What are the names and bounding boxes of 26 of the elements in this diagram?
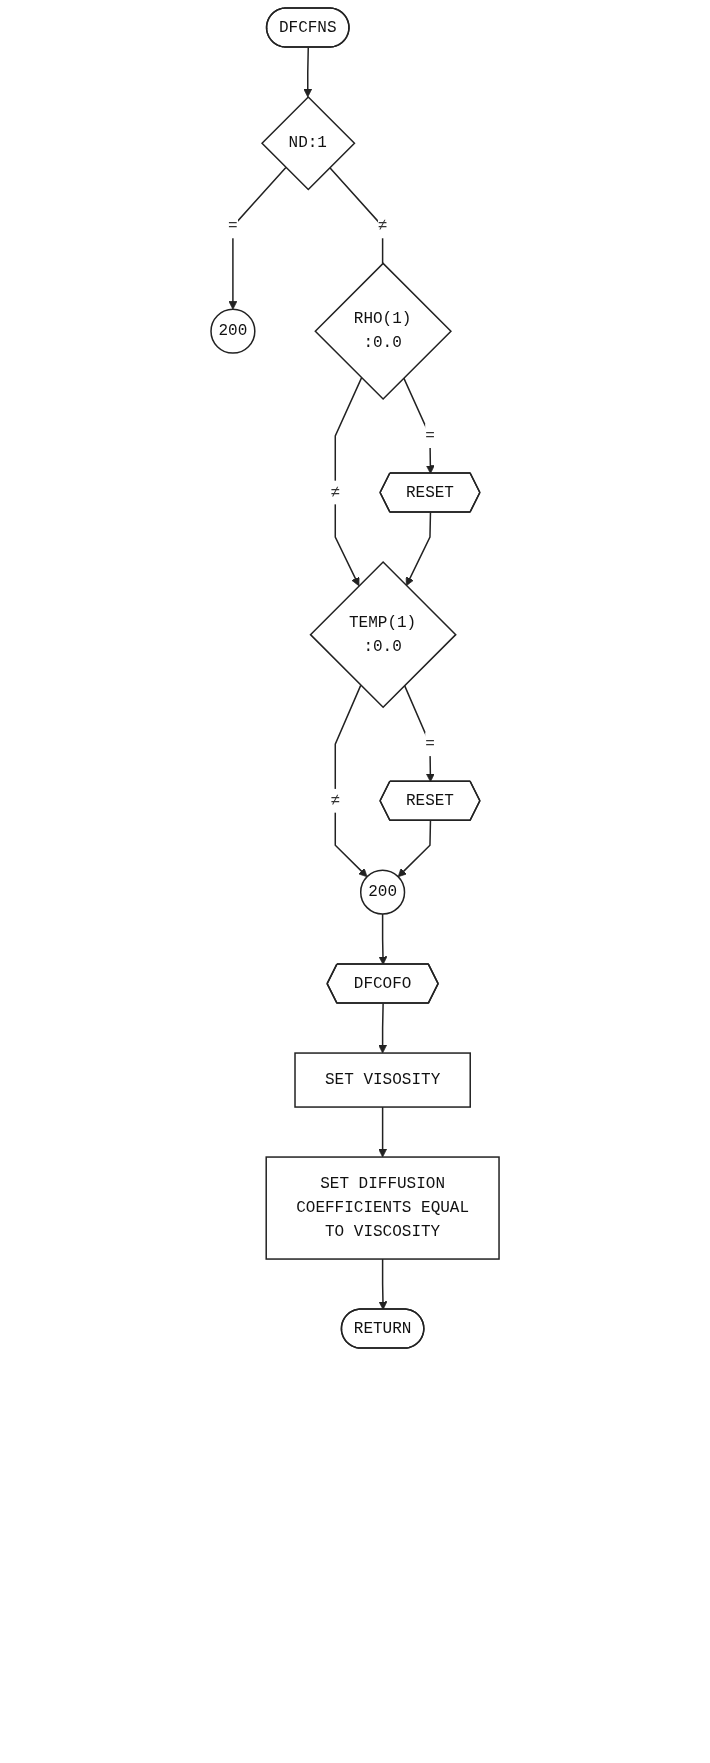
- edge-label: ≠: [330, 791, 341, 810]
- arrow: [405, 511, 432, 587]
- node-box: SET VISOSITY: [294, 1052, 471, 1108]
- node-box: SET DIFFUSION COEFFICIENTS EQUAL TO VISCOSITY: [265, 1156, 500, 1260]
- edge-label: =: [425, 735, 435, 754]
- node-circle: 200: [359, 869, 406, 915]
- connector: [328, 166, 384, 265]
- arrow: [397, 820, 432, 878]
- node-diamond: ND:1: [260, 95, 356, 191]
- arrow: [378, 1258, 388, 1310]
- arrow: [378, 1002, 387, 1054]
- arrow: [403, 684, 435, 783]
- arrow: [334, 377, 363, 587]
- arrow: [378, 1106, 387, 1158]
- edge-label: ≠: [377, 217, 388, 236]
- arrow: [334, 684, 368, 878]
- arrow: [228, 166, 287, 310]
- arrow: [402, 377, 435, 474]
- node-circle: 200: [210, 308, 256, 354]
- node-diamond: TEMP(1) :0.0: [309, 560, 457, 709]
- edge-label: =: [425, 427, 435, 446]
- arrow: [303, 46, 313, 98]
- node-diamond: RHO(1) :0.0: [314, 262, 452, 401]
- edge-label: =: [228, 217, 238, 236]
- edge-label: ≠: [330, 483, 341, 502]
- arrow: [378, 913, 388, 965]
